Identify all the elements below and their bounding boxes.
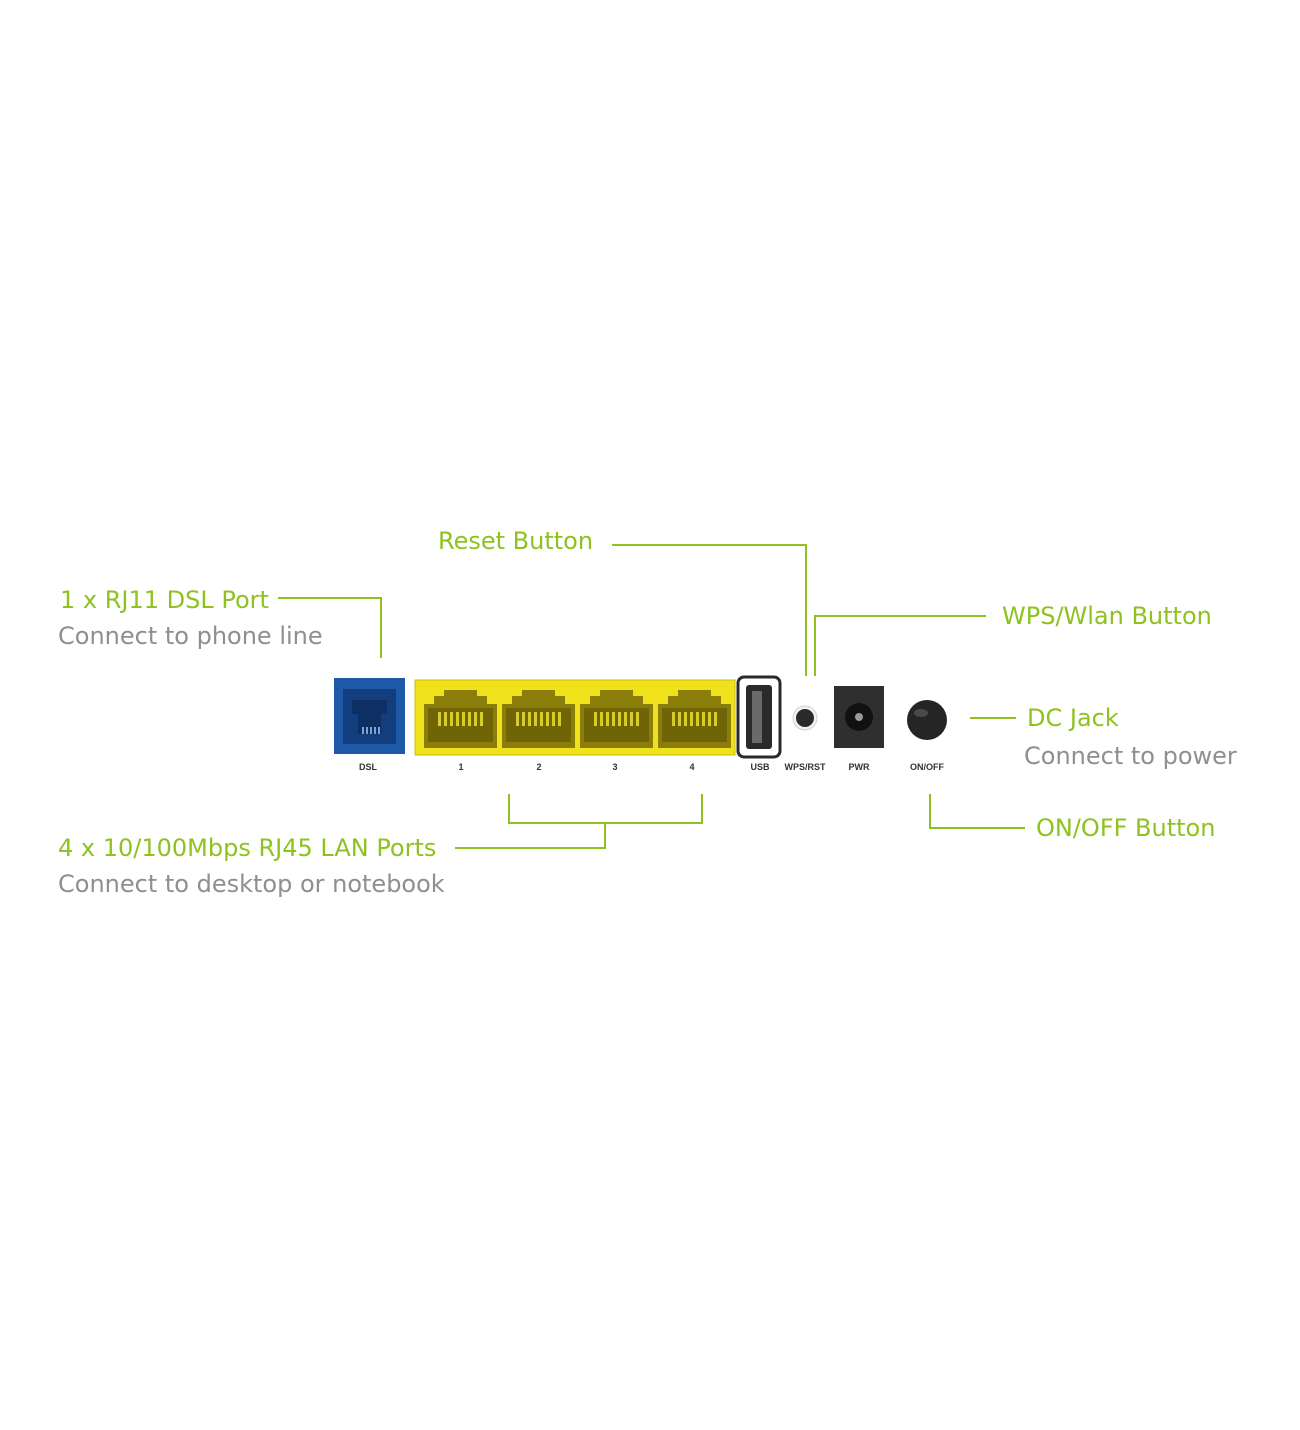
lan-port-pin bbox=[552, 712, 555, 726]
panel-label-pwr: PWR bbox=[848, 762, 870, 772]
lan-port-pin bbox=[702, 712, 705, 726]
lan-port-pin bbox=[450, 712, 453, 726]
lan-port-pin bbox=[612, 712, 615, 726]
lan-port-pin bbox=[600, 712, 603, 726]
lan-port-1 bbox=[424, 690, 497, 748]
leader-wps bbox=[814, 615, 986, 676]
lan-port-pin bbox=[696, 712, 699, 726]
lan-port-pin bbox=[630, 712, 633, 726]
callout-dsl-title: 1 x RJ11 DSL Port bbox=[60, 586, 269, 614]
callout-lan-subtitle: Connect to desktop or notebook bbox=[58, 870, 445, 898]
lan-port-3 bbox=[580, 690, 653, 748]
dc-power-jack bbox=[834, 686, 884, 748]
lan-port-4 bbox=[658, 690, 731, 748]
panel-label-onoff: ON/OFF bbox=[910, 762, 944, 772]
callout-dc-jack-title: DC Jack bbox=[1027, 704, 1119, 732]
lan-port-pin bbox=[468, 712, 471, 726]
usb-port bbox=[736, 675, 782, 759]
lan-port-pin bbox=[534, 712, 537, 726]
lan-port-pin bbox=[438, 712, 441, 726]
lan-port-pin bbox=[636, 712, 639, 726]
power-switch bbox=[907, 700, 947, 740]
wps-reset-button bbox=[792, 705, 818, 731]
lan-port-block bbox=[414, 679, 736, 756]
lan-port-pin bbox=[618, 712, 621, 726]
lan-port-pin bbox=[684, 712, 687, 726]
leader-lan bbox=[455, 823, 606, 849]
lan-port-pin bbox=[714, 712, 717, 726]
callout-dsl-subtitle: Connect to phone line bbox=[58, 622, 323, 650]
lan-port-pin bbox=[672, 712, 675, 726]
lan-port-pin bbox=[522, 712, 525, 726]
leader-onoff bbox=[929, 794, 1025, 829]
lan-port-pin bbox=[546, 712, 549, 726]
callout-wps-title: WPS/Wlan Button bbox=[1002, 602, 1212, 630]
lan-port-pin bbox=[462, 712, 465, 726]
lan-port-pin bbox=[516, 712, 519, 726]
lan-port-pin bbox=[606, 712, 609, 726]
panel-label-dsl: DSL bbox=[359, 762, 377, 772]
callout-onoff-title: ON/OFF Button bbox=[1036, 814, 1216, 842]
panel-label-usb: USB bbox=[750, 762, 770, 772]
lan-port-pin bbox=[528, 712, 531, 726]
callout-lan-title: 4 x 10/100Mbps RJ45 LAN Ports bbox=[58, 834, 437, 862]
leader-dsl bbox=[278, 597, 382, 658]
lan-port-2 bbox=[502, 690, 575, 748]
lan-port-pin bbox=[474, 712, 477, 726]
lan-port-pin bbox=[690, 712, 693, 726]
panel-label-lan-4: 4 bbox=[689, 762, 695, 772]
lan-port-pin bbox=[444, 712, 447, 726]
panel-label-lan-3: 3 bbox=[612, 762, 618, 772]
lan-port-pin bbox=[558, 712, 561, 726]
panel-label-wps-rst: WPS/RST bbox=[784, 762, 826, 772]
lan-port-pin bbox=[540, 712, 543, 726]
callout-dc-jack-subtitle: Connect to power bbox=[1024, 742, 1237, 770]
leader-reset bbox=[612, 544, 807, 676]
panel-label-lan-2: 2 bbox=[536, 762, 542, 772]
dsl-port bbox=[334, 678, 405, 754]
lan-port-pin bbox=[624, 712, 627, 726]
lan-port-pin bbox=[678, 712, 681, 726]
lan-port-pin bbox=[480, 712, 483, 726]
lan-port-pin bbox=[456, 712, 459, 726]
lan-port-pin bbox=[708, 712, 711, 726]
panel-label-lan-1: 1 bbox=[458, 762, 464, 772]
callout-reset-title: Reset Button bbox=[438, 527, 594, 555]
lan-port-pin bbox=[594, 712, 597, 726]
